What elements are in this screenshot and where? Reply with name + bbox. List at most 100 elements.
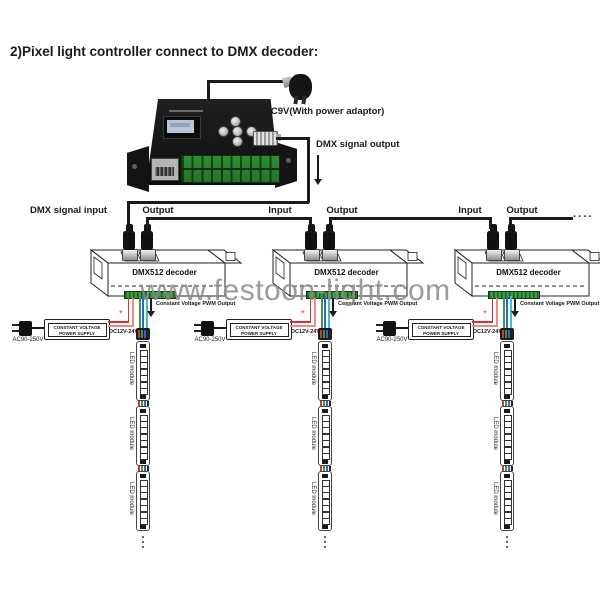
down-arrow (317, 155, 319, 179)
led-module-label: LED module (128, 482, 134, 516)
ac-plug-prong (194, 324, 202, 326)
continuation-dot (142, 541, 144, 543)
connector-pad (319, 330, 322, 338)
xlr-input-plug-barrel (122, 249, 138, 261)
led-chip (139, 517, 148, 525)
module-joint-pad (511, 465, 514, 471)
dc-minus-wire (108, 325, 134, 327)
led-module (318, 341, 332, 401)
dc-voltage-label: DC12V-24V (473, 329, 503, 335)
down-button (231, 135, 243, 147)
led-module-label: LED module (310, 482, 316, 516)
led-chip (139, 387, 148, 395)
continuation-dot (324, 536, 326, 538)
module-joint-pad (147, 465, 150, 471)
led-chip (321, 517, 330, 525)
led-module-label: LED module (492, 352, 498, 386)
decoder-unit-2: DMX512 decoder CONSTANT VOLTAGE POWER SU… (194, 224, 430, 548)
module-end-cap (322, 394, 328, 399)
dc-plus-wire (290, 321, 311, 323)
module-joint-pad (320, 465, 323, 471)
dc-minus-wire (314, 298, 316, 327)
module-end-cap (322, 343, 328, 348)
psu-label-line2: POWER SUPPLY (241, 330, 277, 336)
ac-voltage-label: AC90-250V (194, 337, 226, 343)
module-joint-pad (508, 465, 511, 471)
dc-plus-wire (127, 298, 129, 322)
power-cable (207, 80, 210, 101)
dc-plus-wire (108, 321, 129, 323)
connector-pad (325, 330, 328, 338)
power-adaptor-plug (289, 74, 312, 100)
down-arrow-head (314, 179, 322, 185)
green-wire (320, 296, 323, 330)
continuation-dot (142, 546, 144, 548)
ac-plug-prong (376, 330, 384, 332)
connector-pad (137, 330, 140, 338)
xlr-input-plug-boot (489, 224, 497, 233)
pwm-arrow (332, 298, 334, 311)
pwm-output-label: Constant Voltage PWM Output (156, 301, 236, 307)
continuation-dot (324, 541, 326, 543)
pwm-arrow (150, 298, 152, 311)
ac-plug (19, 321, 32, 336)
xlr-input-plug-boot (125, 224, 133, 233)
connector-pad (507, 330, 510, 338)
connector-pad (146, 330, 149, 338)
power-cable (207, 80, 286, 83)
decoder-unit-3: DMX512 decoder CONSTANT VOLTAGE POWER SU… (376, 224, 600, 548)
controller-terminal-block (181, 155, 280, 183)
continuation-dot (506, 536, 508, 538)
controller-lcd-text (170, 123, 190, 127)
pwm-arrow-head (329, 311, 337, 317)
page-title: 2)Pixel light controller connect to DMX … (10, 44, 319, 59)
pwm-arrow-head (511, 311, 519, 317)
led-module (136, 471, 150, 531)
plus-polarity-mark: + (301, 309, 305, 316)
connector-pad (322, 330, 325, 338)
led-module (136, 341, 150, 401)
connector-pad (140, 330, 143, 338)
dmx-cable (307, 137, 310, 203)
ac-plug-prong (194, 330, 202, 332)
module-end-cap (504, 394, 510, 399)
led-module-label: LED module (492, 417, 498, 451)
led-module (500, 341, 514, 401)
module-end-cap (140, 408, 146, 413)
xlr-output-plug-barrel (140, 249, 156, 261)
dc-plus-wire (491, 298, 493, 322)
continuation-dot (324, 546, 326, 548)
psu-label-line2: POWER SUPPLY (423, 330, 459, 336)
decoder-name: DMX512 decoder (496, 268, 561, 277)
chain-cable (489, 217, 492, 229)
connector-pad (504, 330, 507, 338)
module-joint-pad (511, 400, 514, 406)
dc-plus-wire (472, 321, 493, 323)
plug-prong (301, 95, 307, 105)
module-end-cap (140, 459, 146, 464)
ac-plug-prong (376, 324, 384, 326)
dc-voltage-label: DC12V-24V (109, 329, 139, 335)
xlr-input-plug-barrel (486, 249, 502, 261)
module-joint-pad (323, 465, 326, 471)
ac-plug-prong (12, 330, 20, 332)
output-label-3: Output (506, 205, 538, 216)
ac-cable (396, 327, 408, 329)
left-button (217, 125, 229, 137)
chain-cable (329, 217, 332, 229)
psu-label-line1: CONSTANT VOLTAGE (417, 324, 465, 330)
xlr-output-plug-boot (143, 224, 151, 233)
ac-plug-prong (12, 324, 20, 326)
led-module (500, 406, 514, 466)
module-joint-pad (141, 465, 144, 471)
led-module-label: LED module (128, 352, 134, 386)
module-joint-pad (326, 465, 329, 471)
module-end-cap (140, 394, 146, 399)
module-joint-pad (508, 400, 511, 406)
module-end-cap (140, 343, 146, 348)
dmx-cable (127, 201, 130, 229)
module-end-cap (322, 408, 328, 413)
controller-right-ear (275, 142, 297, 188)
